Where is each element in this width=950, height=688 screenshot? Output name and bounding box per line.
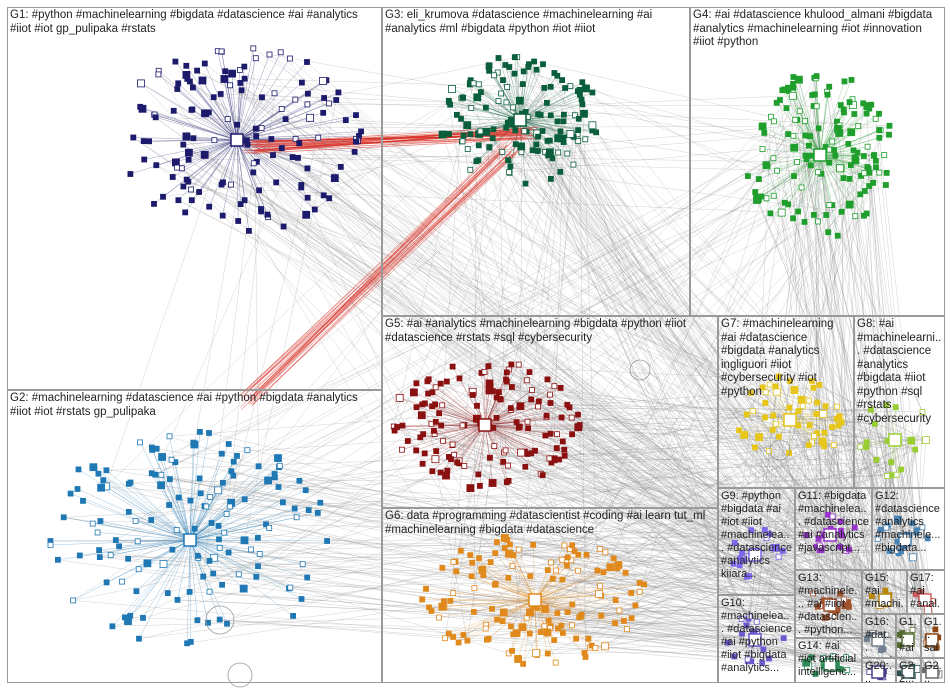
group-label-g1: G1: #python #machinelearning #bigdata #d… [10, 9, 379, 36]
group-box-g10: G10: #machinelea... #datascience #ai #py… [718, 595, 795, 683]
group-label-g8: G8: #ai #machinelearni... #datascience #… [857, 318, 942, 426]
group-label-g10: G10: #machinelea... #datascience #ai #py… [721, 597, 792, 675]
group-box-g22: G2... [921, 658, 945, 683]
group-label-g13: G13: #machinele... #ai #iiot #datascien.… [798, 572, 859, 637]
group-label-g3: G3: eli_krumova #datascience #machinelea… [385, 9, 687, 36]
group-box-g17: G17: #ai #anal... #analy... [907, 570, 945, 614]
group-label-g17: G17: #ai #anal... #analy... [910, 572, 942, 614]
group-label-g11: G11: #bigdata #machinelea... #datascienc… [798, 490, 869, 555]
group-label-g7: G7: #machinelearning #ai #datascience #b… [721, 318, 851, 399]
group-label-g21: G22... [899, 660, 918, 683]
group-label-g12: G12: #datascience #analytics #machinele.… [875, 490, 942, 555]
group-label-g16: G16: #dat... #anal... [865, 616, 893, 658]
group-box-g8: G8: #ai #machinelearni... #datascience #… [854, 316, 945, 488]
group-box-g18: G1... #ai #a... [896, 614, 921, 658]
group-box-g1: G1: #python #machinelearning #bigdata #d… [7, 7, 382, 390]
group-label-g6: G6: data #programming #datascientist #co… [385, 510, 715, 537]
group-box-g4: G4: #ai #datascience khulood_almani #big… [690, 7, 945, 316]
group-box-g20: G20:... [862, 658, 896, 683]
group-box-g9: G9: #python #bigdata #ai #iot #iiot #mac… [718, 488, 795, 595]
group-label-g14: G14: #ai #iot artificial intelligenc... [798, 640, 859, 679]
group-label-g4: G4: #ai #datascience khulood_almani #big… [693, 9, 942, 50]
group-box-g16: G16: #dat... #anal... [862, 614, 896, 658]
group-label-g20: G20:... [865, 660, 893, 683]
group-box-g11: G11: #bigdata #machinelea... #datascienc… [795, 488, 872, 570]
group-label-g18: G1... #ai #a... [899, 616, 918, 658]
group-box-g2: G2: #machinelearning #datascience #ai #p… [7, 390, 382, 683]
group-box-g3: G3: eli_krumova #datascience #machinelea… [382, 7, 690, 316]
group-box-g7: G7: #machinelearning #ai #datascience #b… [718, 316, 854, 488]
group-label-g9: G9: #python #bigdata #ai #iot #iiot #mac… [721, 490, 792, 581]
group-box-g21: G22... [896, 658, 921, 683]
group-label-g2: G2: #machinelearning #datascience #ai #p… [10, 392, 379, 419]
group-box-g14: G14: #ai #iot artificial intelligenc... [795, 638, 862, 683]
group-label-g5: G5: #ai #analytics #machinelearning #big… [385, 318, 715, 345]
group-box-g15: G15: #ai #machi... #bigda... #analy... [862, 570, 907, 614]
group-box-g5: G5: #ai #analytics #machinelearning #big… [382, 316, 718, 508]
group-box-g6: G6: data #programming #datascientist #co… [382, 508, 718, 683]
group-label-g19: G1... sale fre... #a... [924, 616, 942, 658]
group-label-g15: G15: #ai #machi... #bigda... #analy... [865, 572, 904, 614]
group-box-g12: G12: #datascience #analytics #machinele.… [872, 488, 945, 570]
group-label-g22: G2... [924, 660, 942, 683]
group-box-g13: G13: #machinele... #ai #iiot #datascien.… [795, 570, 862, 638]
group-box-g19: G1... sale fre... #a... [921, 614, 945, 658]
